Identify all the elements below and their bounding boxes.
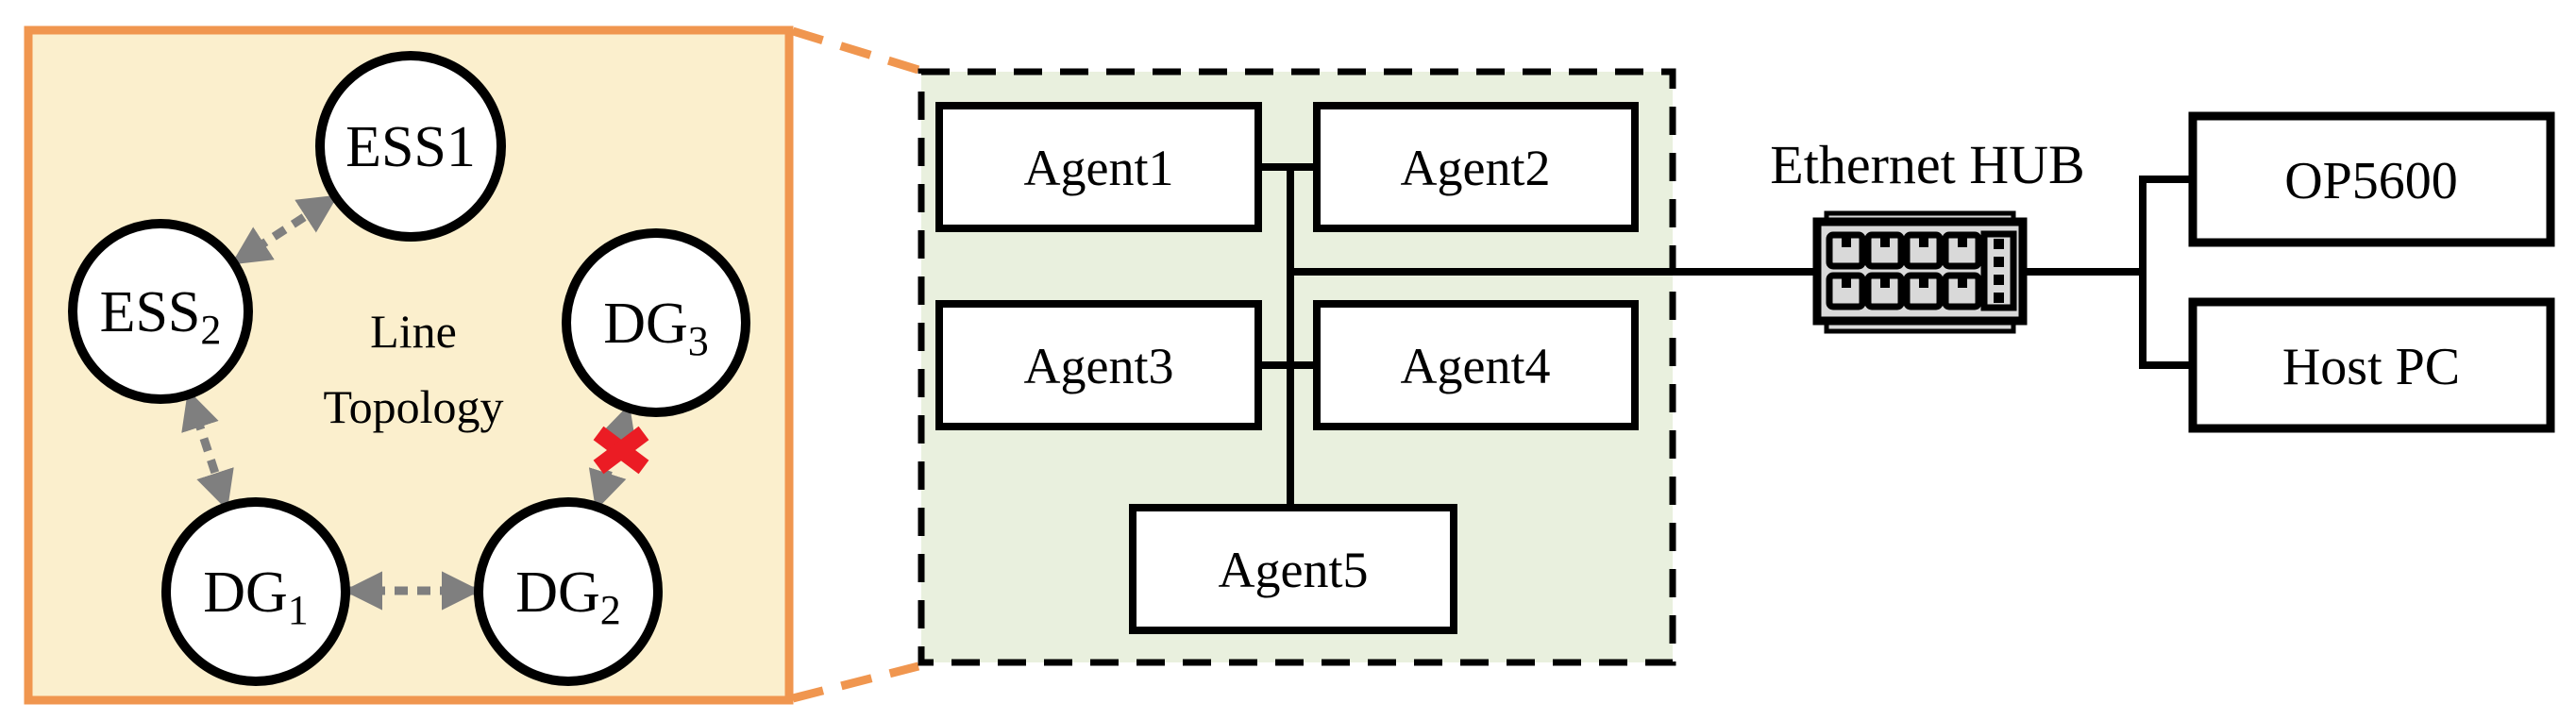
right-section: Ethernet HUB OP5600 Host PC: [1770, 111, 2555, 433]
hub-port: [1864, 272, 1905, 310]
fault-x-stroke-2: [593, 426, 649, 475]
hub-port-notch: [1842, 238, 1851, 247]
hub-port: [1942, 272, 1982, 310]
zoom-connector-bottom: [791, 661, 920, 703]
agent1-label: Agent1: [1024, 140, 1174, 196]
node-ess1-label: ESS1: [345, 115, 476, 179]
zoom-connector-top: [791, 26, 920, 75]
node-ess2-label: ESS2: [100, 280, 222, 353]
hub-port-notch: [1958, 238, 1967, 247]
hub-led-strip: [1980, 230, 2017, 311]
hub-port: [1826, 231, 1866, 270]
hub-port: [1864, 231, 1905, 270]
node-dg3-label: DG3: [603, 292, 709, 364]
topology-title-line1: Line: [370, 305, 457, 358]
agent3-label: Agent3: [1024, 338, 1174, 394]
hub-port: [1826, 272, 1866, 310]
agent3-box: [935, 300, 1262, 430]
agent4-label: Agent4: [1401, 338, 1551, 394]
topology-panel: ESS1 ESS2 DG3 DG1 DG2 Line Topology: [24, 25, 794, 705]
node-dg3-circle: [562, 228, 750, 417]
hub-port-notch: [1880, 278, 1890, 288]
hub-led: [1994, 257, 2004, 267]
hub-port: [1903, 231, 1944, 270]
hub-port-notch: [1919, 238, 1928, 247]
host-pc-label: Host PC: [2282, 338, 2460, 396]
node-ess1-circle: [315, 51, 506, 242]
agents-box: Agent1 Agent2 Agent3 Agent4 Agent5: [918, 68, 1817, 666]
node-dg2-label: DG2: [515, 561, 621, 633]
agent4-box: [1313, 300, 1639, 430]
agent1-box: [935, 102, 1262, 232]
hub-led: [1994, 239, 2004, 249]
hub-port: [1903, 272, 1944, 310]
agent2-box: [1313, 102, 1639, 232]
hub-port: [1942, 231, 1982, 270]
link-ess2-dg1: [181, 390, 234, 511]
link-ess2-ess1: [230, 194, 339, 265]
hub-port-row-2: [1826, 272, 1982, 310]
fault-x-icon: [593, 426, 649, 475]
node-dg1-circle: [161, 497, 350, 686]
hub-led: [1994, 275, 2004, 285]
agent5-box: [1129, 504, 1457, 634]
op5600-box: [2188, 111, 2555, 247]
op5600-label: OP5600: [2284, 152, 2458, 210]
hub-port-row-1: [1826, 231, 1982, 270]
node-dg2-circle: [474, 497, 663, 686]
node-dg1-label: DG1: [203, 561, 309, 633]
topology-title-line2: Topology: [324, 380, 504, 433]
ethernet-hub-icon: [1812, 210, 2028, 334]
host-pc-box: [2188, 297, 2555, 433]
ethernet-hub-label: Ethernet HUB: [1770, 134, 2084, 195]
hub-port-notch: [1919, 278, 1928, 288]
node-ess2-circle: [68, 219, 253, 404]
hub-port-notch: [1842, 278, 1851, 288]
agent5-label: Agent5: [1219, 542, 1369, 598]
agent2-label: Agent2: [1401, 140, 1551, 196]
hub-port-notch: [1958, 278, 1967, 288]
hub-led: [1994, 293, 2004, 303]
hub-port-notch: [1880, 238, 1890, 247]
